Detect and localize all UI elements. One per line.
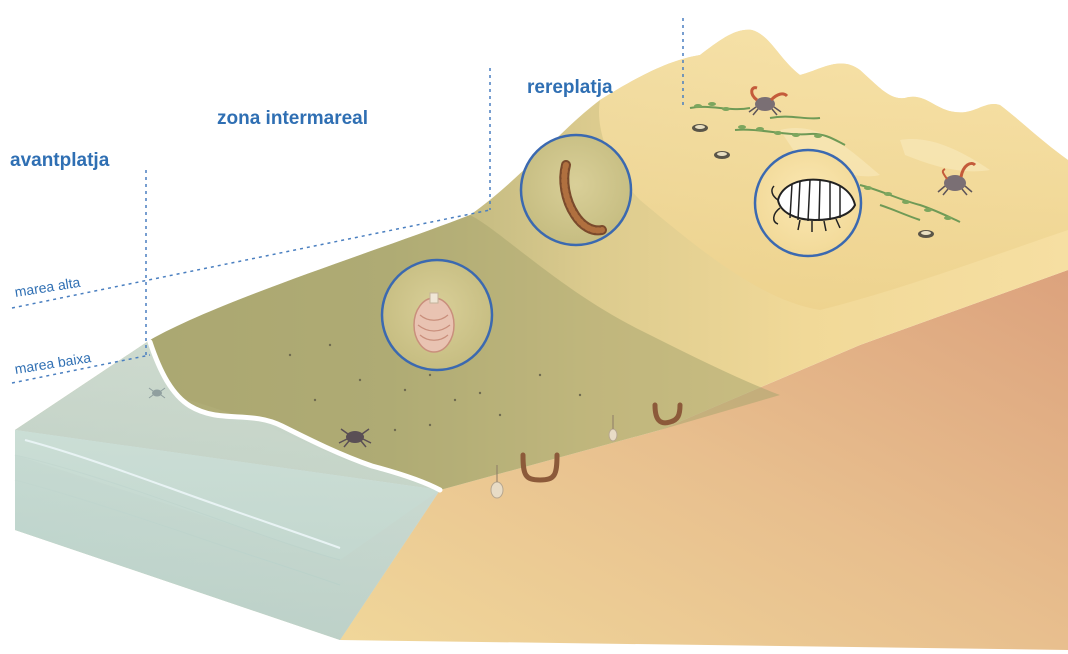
worm-magnifier — [521, 135, 631, 245]
zone-label-nearshore: avantplatja — [10, 150, 109, 172]
zone-label-intertidal: zona intermareal — [217, 108, 368, 130]
sand-hopper-magnifier — [755, 150, 861, 256]
clam-magnifier — [382, 260, 492, 370]
zone-label-backshore: rereplatja — [527, 77, 613, 99]
